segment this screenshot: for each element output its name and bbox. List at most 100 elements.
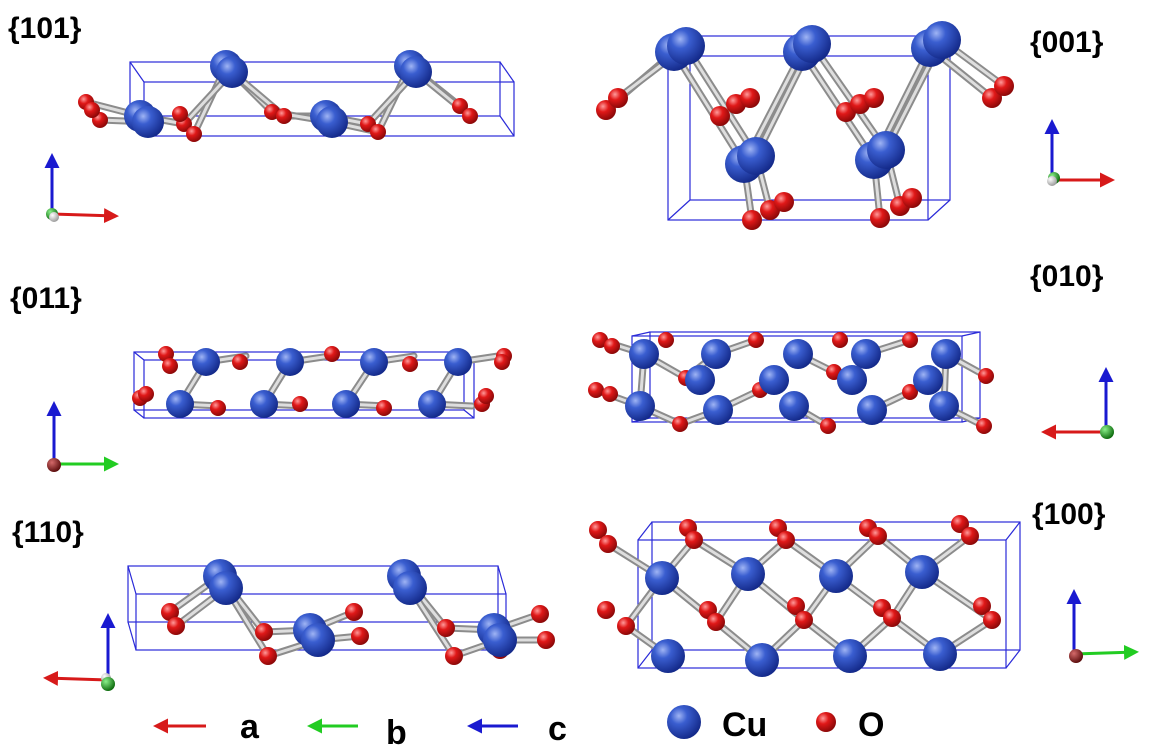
unit-cell-front bbox=[637, 539, 1007, 669]
unit-cell-edge bbox=[637, 649, 653, 669]
o-atom bbox=[255, 623, 273, 641]
unit-cell-edge bbox=[499, 61, 515, 83]
o-atom bbox=[951, 515, 969, 533]
cu-atom bbox=[851, 339, 881, 369]
o-atom bbox=[994, 76, 1014, 96]
o-atom bbox=[978, 368, 994, 384]
o-atom bbox=[292, 396, 308, 412]
cu-atom bbox=[192, 348, 220, 376]
unit-cell-edge bbox=[127, 621, 137, 651]
o-atom bbox=[210, 400, 226, 416]
o-atom bbox=[602, 386, 618, 402]
legend-axis-c-label: c bbox=[548, 710, 567, 748]
cu-atom bbox=[276, 348, 304, 376]
unit-cell-edge bbox=[1005, 649, 1021, 669]
axis-triad-101 bbox=[44, 153, 119, 224]
o-atom bbox=[795, 611, 813, 629]
unit-cell-edge bbox=[129, 61, 145, 83]
o-atom bbox=[402, 356, 418, 372]
cu-atom bbox=[701, 339, 731, 369]
o-atom bbox=[445, 647, 463, 665]
axis-triad-011 bbox=[46, 401, 119, 472]
o-atom bbox=[276, 108, 292, 124]
o-atom bbox=[902, 188, 922, 208]
o-atom bbox=[658, 332, 674, 348]
legend-axis-a: a bbox=[153, 708, 260, 746]
o-atom bbox=[883, 609, 901, 627]
o-atom bbox=[961, 527, 979, 545]
cu-atom bbox=[857, 395, 887, 425]
legend-o-sphere bbox=[816, 712, 836, 732]
unit-cell-edge bbox=[463, 409, 475, 419]
o-atom bbox=[531, 605, 549, 623]
o-atom bbox=[976, 418, 992, 434]
cu-atom bbox=[793, 25, 831, 63]
o-atom bbox=[478, 388, 494, 404]
o-atom bbox=[599, 535, 617, 553]
facet-label-010: {010} bbox=[1030, 260, 1104, 293]
cu-atom bbox=[651, 639, 685, 673]
cu-atom bbox=[731, 557, 765, 591]
cu-atom bbox=[779, 391, 809, 421]
axis-triad-010 bbox=[1041, 367, 1114, 440]
axis-triad-110 bbox=[43, 613, 116, 691]
legend-cu-sphere bbox=[667, 705, 701, 739]
o-atom bbox=[740, 88, 760, 108]
o-atom bbox=[161, 603, 179, 621]
o-atom bbox=[589, 521, 607, 539]
cu-atom bbox=[132, 106, 164, 138]
o-atom bbox=[864, 88, 884, 108]
o-atom bbox=[588, 382, 604, 398]
o-atom bbox=[742, 210, 762, 230]
unit-cell-edge bbox=[927, 199, 951, 221]
o-atom bbox=[462, 108, 478, 124]
legend-atom-o: O bbox=[816, 706, 884, 744]
o-atom bbox=[869, 527, 887, 545]
o-atom bbox=[259, 647, 277, 665]
o-atom bbox=[376, 400, 392, 416]
o-atom bbox=[437, 619, 455, 637]
o-atom bbox=[186, 126, 202, 142]
o-atom bbox=[707, 613, 725, 631]
o-atom bbox=[870, 208, 890, 228]
o-atom bbox=[710, 106, 730, 126]
cu-atom bbox=[913, 365, 943, 395]
o-atom bbox=[592, 332, 608, 348]
o-atom bbox=[748, 332, 764, 348]
cu-atom bbox=[645, 561, 679, 595]
cu-atom bbox=[759, 365, 789, 395]
axis-triad-001 bbox=[1044, 119, 1115, 188]
legend-axis-c: c bbox=[467, 710, 567, 748]
facet-label-110: {110} bbox=[12, 516, 84, 549]
o-atom bbox=[232, 354, 248, 370]
o-atom bbox=[902, 332, 918, 348]
o-atom bbox=[902, 384, 918, 400]
o-atom bbox=[672, 416, 688, 432]
cu-atom bbox=[216, 56, 248, 88]
cu-atom bbox=[166, 390, 194, 418]
unit-cell-edge bbox=[499, 115, 515, 137]
cu-atom bbox=[737, 137, 775, 175]
o-atom bbox=[452, 98, 468, 114]
cu-atom bbox=[833, 639, 867, 673]
cu-atom bbox=[483, 623, 517, 657]
o-atom bbox=[494, 354, 510, 370]
unit-cell-edge bbox=[667, 199, 691, 221]
unit-cell-edge bbox=[133, 409, 145, 419]
unit-cell-edge bbox=[1005, 521, 1021, 541]
unit-cell-edge bbox=[127, 565, 137, 595]
legend-o-label: O bbox=[858, 706, 884, 744]
legend-axis-a-label: a bbox=[240, 708, 260, 746]
structure-panel-110 bbox=[127, 559, 555, 665]
cu-atom bbox=[923, 637, 957, 671]
axis-triad-100 bbox=[1066, 589, 1139, 663]
legend-axis-b: b bbox=[307, 714, 407, 752]
o-atom bbox=[138, 386, 154, 402]
structure-panel-011 bbox=[132, 346, 512, 419]
legend-axis-b-label: b bbox=[386, 714, 407, 752]
facet-label-100: {100} bbox=[1032, 498, 1106, 531]
cu-atom bbox=[250, 390, 278, 418]
cu-atom bbox=[837, 365, 867, 395]
bond-highlight bbox=[672, 50, 746, 166]
o-atom bbox=[345, 603, 363, 621]
